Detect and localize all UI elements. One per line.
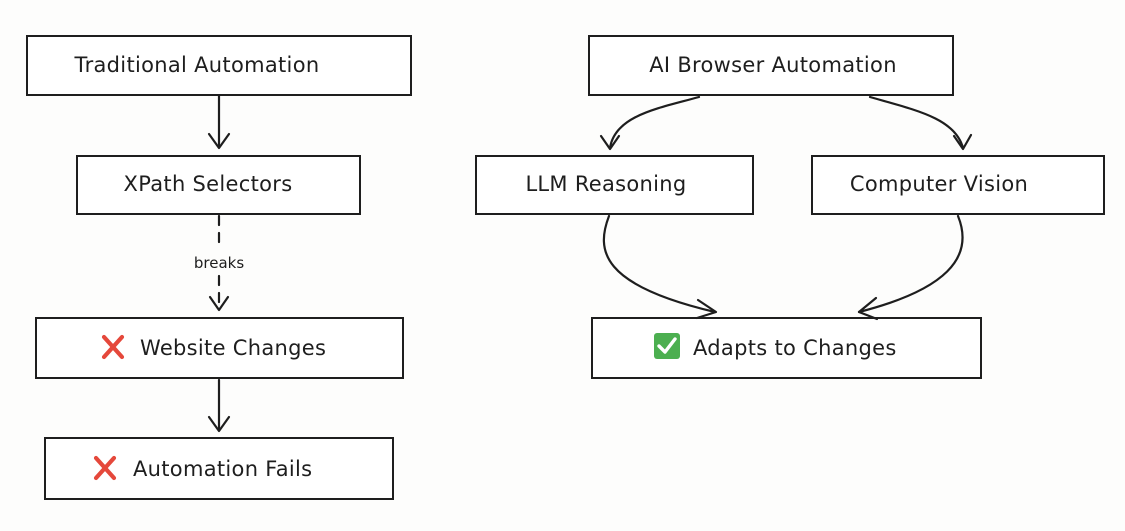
node-xpath-selectors: XPath Selectors [76, 155, 361, 215]
edge-ai-to-llm [599, 95, 701, 151]
edge-label-background [186, 252, 252, 274]
edge-traditional-to-xpath [207, 94, 231, 150]
edge-llm-to-adapts [602, 214, 718, 320]
node-llm-reasoning: LLM Reasoning [475, 155, 754, 215]
edge-website-changes-to-automation-fails [207, 378, 231, 433]
edge-computer-vision-to-adapts [857, 214, 964, 321]
node-website-changes: Website Changes [35, 317, 404, 379]
node-automation-fails: Automation Fails [44, 437, 394, 500]
node-computer-vision: Computer Vision [811, 155, 1105, 215]
check-mark-icon [654, 333, 680, 359]
cross-mark-icon [93, 455, 117, 481]
node-llm-reasoning-label: LLM Reasoning [525, 172, 686, 196]
node-traditional-automation: Traditional Automation [26, 35, 412, 96]
node-ai-browser-automation: AI Browser Automation [588, 35, 954, 96]
cross-mark-icon [101, 334, 125, 360]
edge-ai-to-computer-vision [868, 95, 973, 151]
node-xpath-selectors-label: XPath Selectors [124, 172, 293, 196]
node-adapts-to-changes: Adapts to Changes [591, 317, 982, 379]
node-traditional-automation-label: Traditional Automation [74, 53, 320, 77]
node-ai-browser-automation-label: AI Browser Automation [649, 53, 897, 77]
breaks-label: breaks [194, 254, 244, 272]
node-automation-fails-label: Automation Fails [133, 457, 312, 481]
edge-xpath-to-website-changes: breaks [186, 214, 252, 312]
node-computer-vision-label: Computer Vision [850, 172, 1028, 196]
node-adapts-to-changes-label: Adapts to Changes [693, 336, 897, 360]
node-website-changes-label: Website Changes [140, 336, 326, 360]
